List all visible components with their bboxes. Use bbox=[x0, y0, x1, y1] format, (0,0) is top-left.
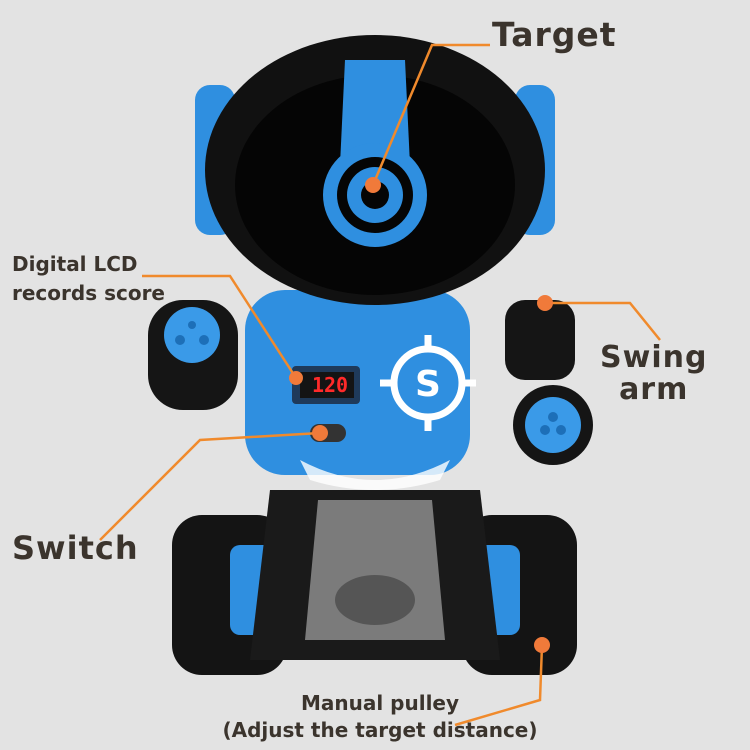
label-switch: Switch bbox=[12, 529, 139, 567]
label-digital-lcd: Digital LCD records score bbox=[12, 250, 165, 308]
label-swing-line1: Swing bbox=[600, 340, 708, 375]
svg-text:S: S bbox=[415, 364, 441, 405]
label-lcd-line1: Digital LCD bbox=[12, 252, 138, 276]
label-manual-pulley: Manual pulley (Adjust the target distanc… bbox=[190, 690, 570, 744]
robot-base bbox=[172, 490, 577, 675]
label-pulley-line2: (Adjust the target distance) bbox=[222, 718, 538, 742]
label-swing-arm: Swing arm bbox=[600, 342, 707, 406]
robot-head bbox=[195, 35, 555, 305]
label-target: Target bbox=[492, 15, 617, 54]
robot-body: S bbox=[245, 290, 476, 490]
s-target-logo-icon bbox=[380, 335, 476, 431]
lcd-score-display: 120 bbox=[312, 373, 348, 397]
callout-dots bbox=[289, 177, 553, 653]
callout-lines bbox=[99, 43, 661, 727]
label-lcd-line2: records score bbox=[12, 281, 165, 305]
right-arm bbox=[505, 300, 593, 465]
left-arm bbox=[148, 300, 238, 410]
label-pulley-line1: Manual pulley bbox=[300, 691, 460, 715]
label-swing-line2: arm bbox=[619, 372, 689, 407]
